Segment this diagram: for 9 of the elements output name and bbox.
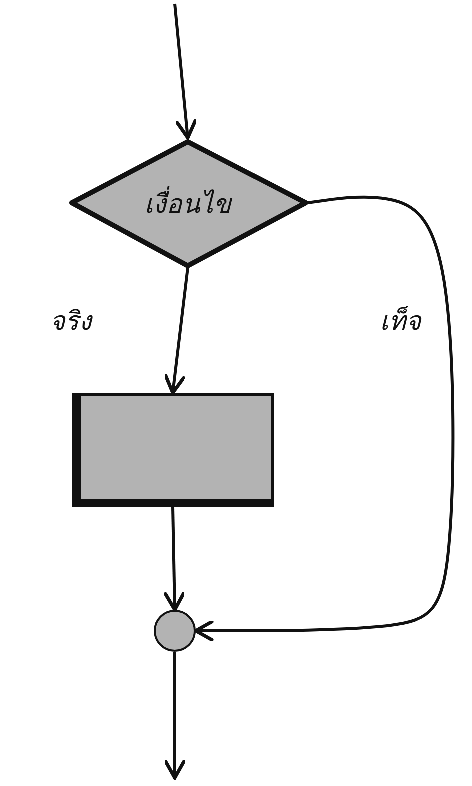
process-box [72, 393, 274, 507]
arrow [164, 506, 186, 612]
arrow [174, 4, 198, 140]
decision-diamond [68, 138, 308, 268]
arrow [164, 652, 186, 780]
arrow [164, 268, 190, 395]
arrow [194, 196, 455, 642]
condition-text: เงื่อนไข [144, 182, 232, 224]
connector-circle [154, 610, 196, 652]
